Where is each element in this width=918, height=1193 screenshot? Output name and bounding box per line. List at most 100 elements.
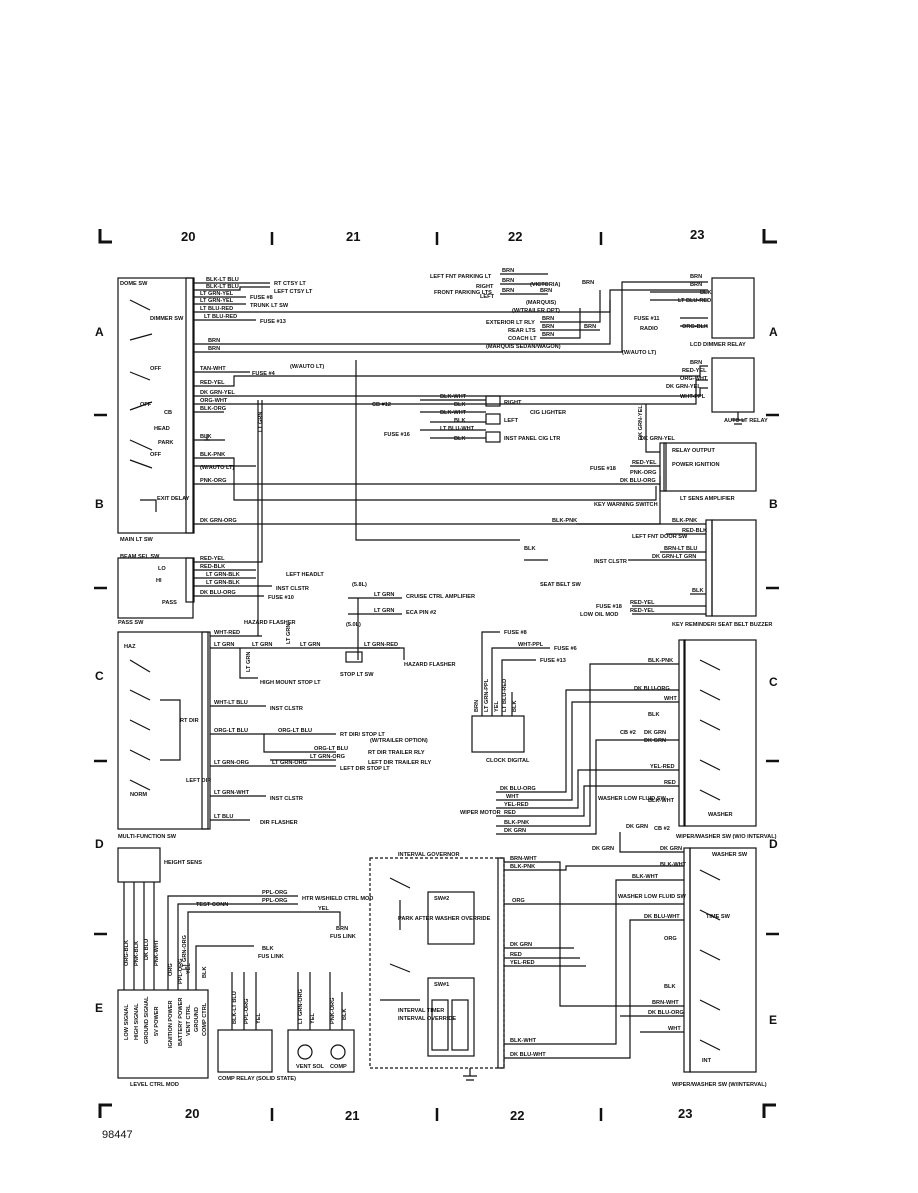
- pin-label: BLK: [512, 701, 518, 713]
- wire-dk-grn-wiper: [496, 739, 679, 835]
- dest-coach-lt: COACH LT: [508, 336, 537, 342]
- wire-label: DK BLU-ORG: [500, 786, 536, 792]
- column-label: 23: [690, 227, 704, 242]
- wire-red-yel: [194, 365, 708, 387]
- pin-label: HIGH SIGNAL: [134, 1003, 140, 1040]
- wire-label: BLK-PNK: [672, 518, 697, 524]
- wire-brn-1: [194, 289, 708, 345]
- ground-symbol: [463, 1068, 477, 1081]
- wire-label: PPL-ORG: [262, 898, 287, 904]
- wire-label: RED-BLK: [200, 564, 225, 570]
- wire-label: DK GRN: [510, 942, 532, 948]
- wire-label: YEL-RED: [504, 802, 529, 808]
- ground-symbol: [204, 434, 210, 441]
- dest-fus-link-2: FUS LINK: [258, 954, 284, 960]
- pin-label: YEL: [310, 1013, 316, 1024]
- wire-label: LT BLU-RED: [204, 314, 237, 320]
- wiper-motor-label: WIPER MOTOR: [460, 810, 501, 816]
- wire-label: LT BLU: [214, 814, 233, 820]
- row-label: B: [95, 497, 104, 511]
- column-label: 21: [345, 1108, 359, 1123]
- wire-brn-wht: [504, 861, 684, 1007]
- wire-label: WHT: [664, 696, 677, 702]
- dest-inst-clstr-4: INST CLSTR: [594, 559, 627, 565]
- wire-label: BRN-WHT: [652, 1000, 679, 1006]
- wire-label: ORG-LT BLU: [214, 728, 248, 734]
- doc-number: 98447: [102, 1129, 133, 1141]
- wiper-washer-interval-label: WIPER/WASHER SW (W/INTERVAL): [672, 1082, 767, 1088]
- wire-blk-lt-blu-2: [194, 286, 270, 291]
- wire-label: BRN: [690, 360, 702, 366]
- wire-label: DK GRN: [644, 730, 666, 736]
- wire-label: LT GRN: [214, 642, 234, 648]
- pin-label: LT GRN-PPL: [484, 678, 490, 712]
- wire-label: DK BLU-ORG: [634, 686, 670, 692]
- wire-label: DK GRN: [626, 824, 648, 830]
- wire-lt-grn-red: [360, 647, 405, 660]
- lcd-dimmer-relay-label: LCD DIMMER RELAY: [690, 342, 746, 348]
- dest-fuse-4: FUSE #4: [252, 371, 276, 377]
- dest-fuse-8: FUSE #8: [250, 295, 273, 301]
- dest-left-fnt-parking-lt: LEFT FNT PARKING LT: [430, 274, 492, 280]
- wire-label: ORG: [664, 936, 677, 942]
- dest-58l: (5.8L): [352, 582, 367, 588]
- switch-contacts-main: [129, 299, 157, 512]
- wire-label: WHT-RED: [214, 630, 240, 636]
- wire-label: BLK-WHT: [440, 410, 467, 416]
- dest-inst-clstr: INST CLSTR: [276, 586, 309, 592]
- off-label: OFF: [140, 402, 152, 408]
- dest-victoria: (VICTORIA): [530, 282, 560, 288]
- wire-lt-grn-ppl: [481, 631, 500, 716]
- wire-org-wht: [194, 379, 708, 405]
- dest-w-trailer-option: (W/TRAILER OPTION): [370, 738, 428, 744]
- washer-low-fluid-label: WASHER LOW FLUID SW: [598, 796, 666, 802]
- pin-label: PNK-BLK: [134, 941, 140, 966]
- wire-blk-pnk: [194, 457, 657, 501]
- pin-label: LOW SIGNAL: [124, 1004, 130, 1040]
- inst-panel-cig-ltr: [485, 431, 501, 443]
- wire-label: DK GRN: [660, 846, 682, 852]
- dest-left-dir-stop-lt: LEFT DIR STOP LT: [340, 766, 390, 772]
- wire-brn-coach: [540, 308, 581, 339]
- wire-label: BRN: [208, 338, 220, 344]
- pin-label: DK BLU: [144, 939, 150, 960]
- wire-yel-lvl: [187, 911, 341, 990]
- pin-label: LT GRN-ORG: [182, 935, 188, 970]
- washer-sw-label: WASHER SW: [712, 852, 748, 858]
- wire-label: BRN: [208, 346, 220, 352]
- wire-label: BLK: [262, 946, 274, 952]
- wire-yel-red-wiper: [496, 769, 679, 809]
- interval-timer-label: INTERVAL TIMER: [398, 1008, 444, 1014]
- time-sw-label: TIME SW: [706, 914, 731, 920]
- wire-label: BLK: [200, 434, 212, 440]
- dest-fuse-8-2: FUSE #8: [504, 630, 527, 636]
- height-sens-box: [117, 847, 161, 883]
- wire-label: YEL: [318, 906, 329, 912]
- comp-relay-box: [217, 1029, 273, 1073]
- wire-label: LT GRN-ORG: [310, 754, 345, 760]
- interval-governor-connector: [497, 857, 505, 1069]
- wire-label: BLK-PNK: [552, 518, 577, 524]
- wire-red-wiper: [496, 785, 679, 817]
- left-dir-label: LEFT DIR: [186, 778, 211, 784]
- dest-cb12: CB #12: [372, 402, 391, 408]
- dest-low-oil-mod: LOW OIL MOD: [580, 612, 618, 618]
- wire-label: DK GRN-YEL: [200, 390, 235, 396]
- wire-label: LT BLU-RED: [678, 298, 711, 304]
- head-label: HEAD: [154, 426, 170, 432]
- wire-label: RED: [510, 952, 522, 958]
- wire-label: ORG-LT BLU: [278, 728, 312, 734]
- vent-sol-coil: [297, 1044, 313, 1060]
- sw1-box: [427, 977, 475, 1057]
- pin-label: DK GRN-YEL: [638, 405, 644, 440]
- key-reminder-connector: [705, 519, 713, 617]
- dest-inst-panel-cig-ltr: INST PANEL CIG LTR: [504, 436, 560, 442]
- pin-label: BLK: [342, 1009, 348, 1021]
- power-ignition-label: POWER IGNITION: [672, 462, 720, 468]
- dest-fuse-6: FUSE #6: [554, 646, 577, 652]
- switch-contacts-governor: [380, 877, 420, 1001]
- pin-label: YEL: [494, 701, 500, 712]
- level-ctrl-mod-label: LEVEL CTRL MOD: [130, 1082, 179, 1088]
- wire-label: BRN: [542, 316, 554, 322]
- dest-marquis-sedan: (MARQUIS SEDAN/WAGON): [486, 344, 561, 350]
